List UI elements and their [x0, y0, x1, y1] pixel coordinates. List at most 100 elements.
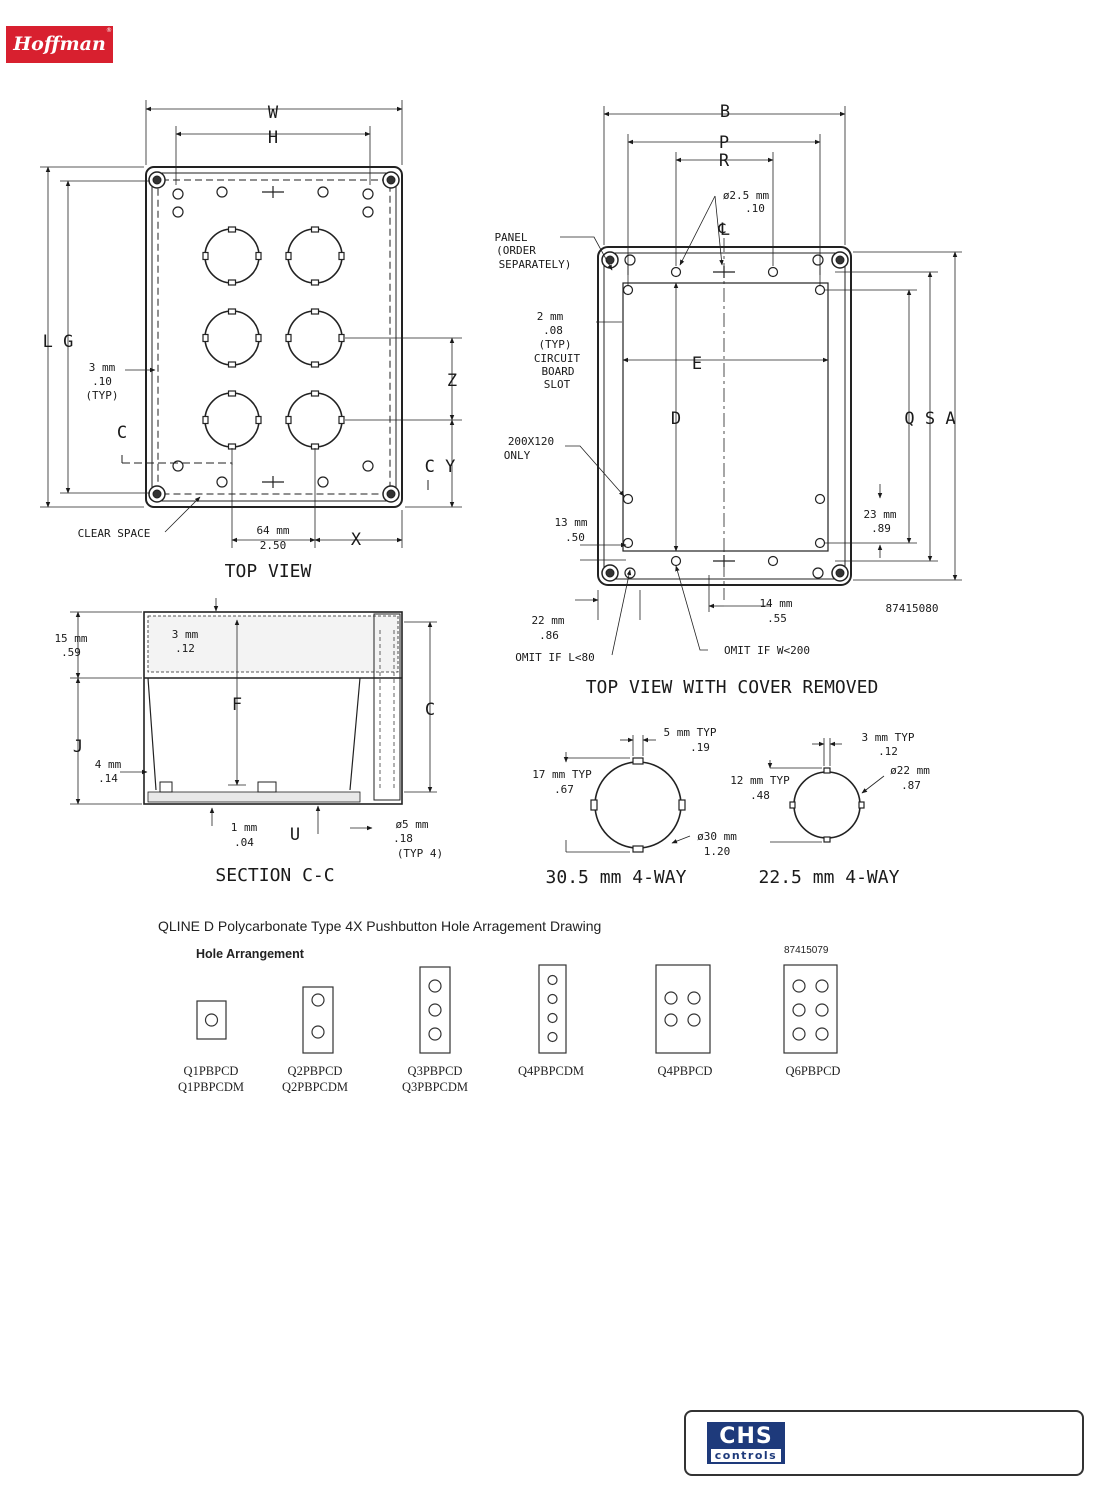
dim-lg: L G — [43, 332, 74, 352]
dim-5-typ: (TYP 4) — [397, 847, 443, 860]
dim-qsa: Q S A — [904, 409, 955, 429]
dim-5-mm: ø5 mm — [395, 818, 428, 831]
only-note-1: 200X120 — [508, 435, 554, 448]
clearance-typ: (TYP) — [85, 389, 118, 402]
dim-13-in: .50 — [565, 531, 585, 544]
brand-reg-mark: ® — [106, 27, 112, 34]
hole-arrangement-code: 87415079 — [784, 945, 829, 956]
chs-logo-top: CHS — [719, 1424, 773, 1449]
dim-13-mm: 13 mm — [554, 516, 587, 529]
part-q1-line2: Q1PBPCDM — [178, 1080, 244, 1094]
knockout-22-icon — [793, 771, 861, 839]
knock-30-in: 1.20 — [704, 845, 731, 858]
clear-space-label: CLEAR SPACE — [78, 527, 151, 540]
top-view-title: TOP VIEW — [225, 561, 312, 582]
panel-note-1: PANEL — [494, 231, 527, 244]
knockout-30-icon — [594, 761, 682, 849]
hole-dia-mm: ø2.5 mm — [723, 189, 770, 202]
slot-in: .08 — [543, 324, 563, 337]
top-view-removed-title: TOP VIEW WITH COVER REMOVED — [586, 677, 879, 698]
dim-64-in: 2.50 — [260, 539, 287, 552]
knock-22-mm: ø22 mm — [890, 764, 930, 777]
drawing-title: QLINE D Polycarbonate Type 4X Pushbutton… — [158, 918, 602, 934]
part-q3-line2: Q3PBPCDM — [402, 1080, 468, 1094]
knock-12-in: .48 — [750, 789, 770, 802]
part-q2: Q2PBPCD Q2PBPCDM — [260, 1063, 370, 1095]
part-q3-line1: Q3PBPCD — [407, 1064, 463, 1078]
knock-3-mm: 3 mm TYP — [862, 731, 915, 744]
knockout-30-title: 30.5 mm 4-WAY — [546, 867, 687, 888]
hole-arrangement-plates — [196, 964, 838, 1054]
dim-3b-in: .12 — [175, 642, 195, 655]
part-q6-line1: Q6PBPCD — [785, 1064, 841, 1078]
dim-f: F — [232, 695, 242, 715]
dim-15-in: .59 — [61, 646, 81, 659]
dim-b: B — [720, 102, 730, 122]
part-q2-line1: Q2PBPCD — [287, 1064, 343, 1078]
drawing-code-1: 87415080 — [886, 602, 939, 615]
part-q3: Q3PBPCD Q3PBPCDM — [380, 1063, 490, 1095]
knockout-22-title: 22.5 mm 4-WAY — [759, 867, 900, 888]
corner-screw-icon — [382, 485, 400, 503]
clearance-in: .10 — [92, 375, 112, 388]
dim-22-in: .86 — [539, 629, 559, 642]
slot-typ: (TYP) — [538, 338, 571, 351]
part-q4m: Q4PBPCDM — [496, 1063, 606, 1079]
technical-drawing: W H L G Z C Y C X B P R ℄ E D Q S A F J … — [40, 100, 962, 888]
dim-14-in: .55 — [767, 612, 787, 625]
part-q4m-line1: Q4PBPCDM — [518, 1064, 584, 1078]
section-view — [70, 598, 437, 834]
panel-note-2: (ORDER — [496, 244, 536, 257]
part-q6: Q6PBPCD — [758, 1063, 868, 1079]
slot-slot: SLOT — [544, 378, 571, 391]
knock-17-in: .67 — [554, 783, 574, 796]
dim-d: D — [671, 409, 681, 429]
centerline-mark: ℄ — [718, 220, 730, 240]
dim-3b-mm: 3 mm — [172, 628, 199, 641]
part-q1: Q1PBPCD Q1PBPCDM — [156, 1063, 266, 1095]
slot-board: BOARD — [541, 365, 574, 378]
part-q2-line2: Q2PBPCDM — [282, 1080, 348, 1094]
dim-1-in: .04 — [234, 836, 254, 849]
dim-cy: C Y — [425, 457, 456, 477]
slot-mm: 2 mm — [537, 310, 564, 323]
section-title: SECTION C-C — [215, 865, 334, 886]
top-view-cover-removed — [560, 106, 962, 656]
chs-logo-bottom: controls — [711, 1449, 781, 1462]
part-q4-line1: Q4PBPCD — [657, 1064, 713, 1078]
chs-controls-logo: CHS controls — [707, 1422, 785, 1464]
section-mark-c: C — [117, 423, 127, 443]
dim-p: P — [719, 133, 729, 153]
hoffman-logo: Hoffman ® — [6, 26, 113, 63]
dim-23-in: .89 — [871, 522, 891, 535]
knock-3-in: .12 — [878, 745, 898, 758]
dim-1-mm: 1 mm — [231, 821, 258, 834]
knock-17-mm: 17 mm TYP — [532, 768, 592, 781]
slot-circuit: CIRCUIT — [534, 352, 581, 365]
dim-23-mm: 23 mm — [863, 508, 896, 521]
part-q1-line1: Q1PBPCD — [183, 1064, 239, 1078]
knock-22-in: .87 — [901, 779, 921, 792]
dim-5-in: .18 — [393, 832, 413, 845]
dim-14-mm: 14 mm — [759, 597, 792, 610]
knock-12-mm: 12 mm TYP — [730, 774, 790, 787]
dim-15-mm: 15 mm — [54, 632, 87, 645]
dim-22-mm: 22 mm — [531, 614, 564, 627]
dim-j: J — [73, 737, 83, 757]
corner-screw-icon — [148, 171, 166, 189]
dim-4-in: .14 — [98, 772, 118, 785]
omit-l-note: OMIT IF L<80 — [515, 651, 594, 664]
part-q4: Q4PBPCD — [630, 1063, 740, 1079]
button-hole-icon — [202, 226, 345, 450]
dim-x: X — [351, 530, 362, 550]
footer-box: CHS controls — [684, 1410, 1084, 1476]
only-note-2: ONLY — [504, 449, 531, 462]
knock-30-mm: ø30 mm — [697, 830, 737, 843]
panel-note-3: SEPARATELY) — [499, 258, 572, 271]
corner-screw-icon — [382, 171, 400, 189]
dim-64-mm: 64 mm — [256, 524, 289, 537]
dim-z: Z — [447, 371, 457, 391]
dim-h: H — [268, 128, 278, 148]
dim-4-mm: 4 mm — [95, 758, 122, 771]
dim-w: W — [268, 103, 279, 123]
